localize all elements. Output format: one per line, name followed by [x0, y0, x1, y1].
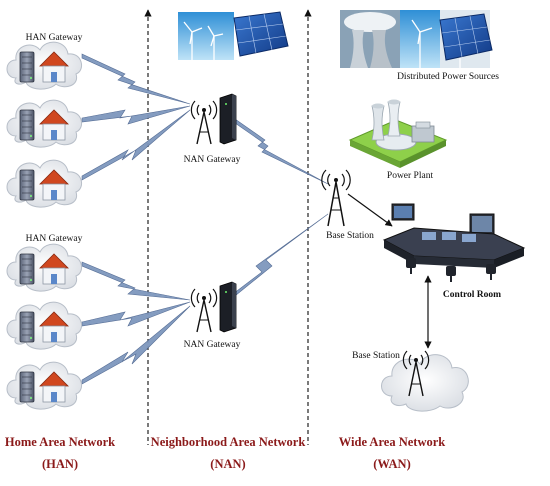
nan-gateway-bottom-label: NAN Gateway	[184, 340, 241, 350]
server-icon	[219, 93, 237, 145]
zone-nan-name: Neighborhood Area Network	[151, 435, 306, 449]
zone-wan-name: Wide Area Network	[339, 435, 446, 449]
han-device	[6, 243, 83, 292]
house-icon	[39, 109, 69, 141]
wireless-link	[224, 111, 329, 185]
solar-panel-icon	[233, 11, 289, 57]
nan-gateways	[190, 93, 237, 333]
wireless-link	[224, 213, 329, 305]
control-room-label: Control Room	[443, 290, 501, 300]
wireless-link	[81, 305, 191, 385]
house-icon	[39, 169, 69, 201]
server-icon	[219, 281, 237, 333]
server-icon	[19, 51, 35, 83]
renewable-image-nan	[178, 12, 234, 60]
wind-turbine-icon	[183, 21, 224, 60]
han-devices	[6, 41, 83, 410]
han-device	[6, 41, 83, 90]
han-device	[6, 99, 83, 148]
house-icon	[39, 253, 69, 285]
zone-han-name: Home Area Network	[5, 435, 115, 449]
antenna-tower-icon	[190, 100, 218, 145]
antenna-tower-icon	[190, 288, 218, 333]
han-gateway-top-label: HAN Gateway	[26, 33, 83, 43]
house-icon	[39, 371, 69, 403]
han-device	[6, 301, 83, 350]
server-icon	[19, 371, 35, 403]
zone-nan-abbr: (NAN)	[210, 457, 245, 471]
wired-link-base-to-control	[347, 193, 393, 227]
solar-panel-icon	[439, 13, 493, 61]
house-icon	[39, 311, 69, 343]
base-station-main-label: Base Station	[326, 231, 374, 241]
control-desk-icon	[382, 203, 526, 282]
zone-wan-abbr: (WAN)	[373, 457, 411, 471]
han-gateway-bottom-label: HAN Gateway	[26, 234, 83, 244]
distributed-power-sources-label: Distributed Power Sources	[397, 72, 499, 82]
power-plant-icon	[348, 99, 448, 168]
cloud-icon	[381, 354, 469, 412]
antenna-tower-icon	[321, 169, 351, 227]
server-icon	[19, 109, 35, 141]
wireless-link	[81, 109, 191, 181]
wireless-link	[81, 105, 191, 125]
wireless-links	[81, 53, 329, 385]
server-icon	[19, 253, 35, 285]
antenna-tower-icon	[402, 350, 430, 397]
base-station-lower-label: Base Station	[352, 351, 400, 361]
nan-gateway	[190, 93, 237, 145]
wireless-link	[81, 53, 191, 105]
server-icon	[19, 311, 35, 343]
distributed-power-image	[340, 10, 493, 68]
han-device	[6, 361, 83, 410]
han-device	[6, 159, 83, 208]
server-icon	[19, 169, 35, 201]
wireless-link	[81, 261, 191, 301]
nan-gateway-top-label: NAN Gateway	[184, 155, 241, 165]
nan-gateway	[190, 281, 237, 333]
zone-han-abbr: (HAN)	[42, 457, 78, 471]
power-plant-label: Power Plant	[387, 171, 434, 181]
house-icon	[39, 51, 69, 83]
cooling-tower-icon	[340, 10, 400, 68]
wireless-link	[81, 301, 191, 327]
